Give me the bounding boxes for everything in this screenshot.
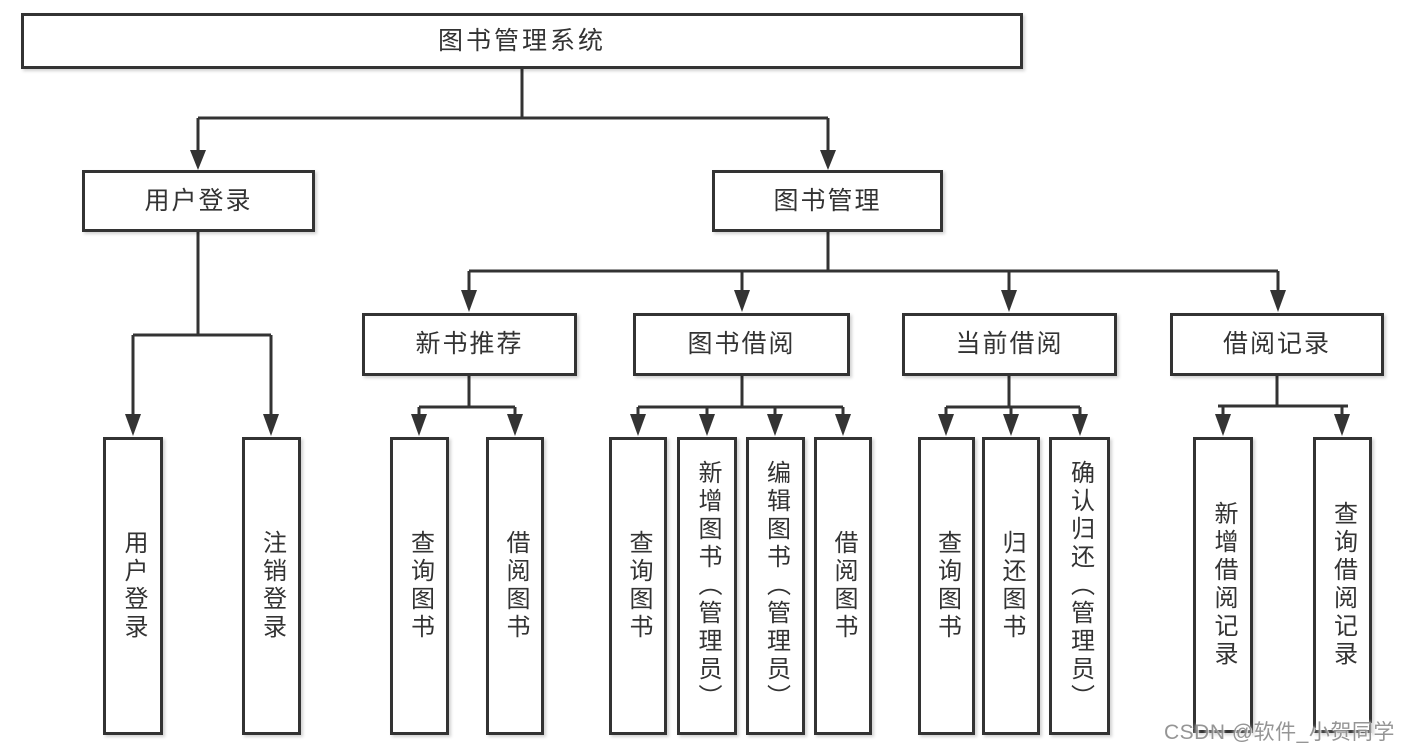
leaf-query-books-recommend: 查询图书 — [390, 437, 449, 735]
csdn-watermark: CSDN @软件_小贺同学 — [1164, 721, 1395, 744]
node-label: 查询图书 — [933, 530, 961, 642]
node-book-borrow: 图书借阅 — [633, 313, 850, 376]
arrow-down-icon — [835, 414, 851, 436]
connector-book-management-children — [461, 232, 1286, 312]
node-label: 图书借阅 — [687, 330, 796, 358]
connector-root-to-level2 — [190, 69, 836, 170]
arrow-down-icon — [1072, 414, 1088, 436]
node-label: 新书推荐 — [415, 330, 524, 358]
node-label: 查询借阅记录 — [1329, 501, 1357, 669]
arrow-down-icon — [263, 414, 279, 436]
arrow-down-icon — [820, 150, 836, 170]
node-borrow-records: 借阅记录 — [1170, 313, 1384, 376]
arrow-down-icon — [1001, 290, 1017, 312]
connector-user-login-children — [125, 232, 279, 436]
node-current-borrow: 当前借阅 — [902, 313, 1117, 376]
node-label: 用户登录 — [144, 186, 253, 215]
arrow-down-icon — [411, 414, 427, 436]
leaf-query-books-current: 查询图书 — [918, 437, 975, 735]
arrow-down-icon — [1003, 414, 1019, 436]
node-label: 新增图书（管理员） — [694, 460, 721, 712]
arrow-down-icon — [1334, 414, 1350, 436]
leaf-query-borrow-record: 查询借阅记录 — [1313, 437, 1372, 733]
node-label: 查询图书 — [406, 530, 434, 642]
arrow-down-icon — [767, 414, 783, 436]
node-label: 图书管理 — [773, 186, 882, 215]
leaf-borrow-books: 借阅图书 — [814, 437, 872, 735]
node-label: 借阅图书 — [502, 530, 529, 642]
leaf-borrow-books-recommend: 借阅图书 — [486, 437, 544, 735]
arrow-down-icon — [1215, 414, 1231, 436]
arrow-down-icon — [938, 414, 954, 436]
leaf-edit-books-admin: 编辑图书（管理员） — [746, 437, 805, 735]
node-book-management: 图书管理 — [712, 170, 943, 232]
arrow-down-icon — [507, 414, 523, 436]
leaf-add-books-admin: 新增图书（管理员） — [677, 437, 737, 735]
leaf-user-login: 用户登录 — [103, 437, 163, 735]
node-label: 归还图书 — [998, 530, 1025, 642]
node-label: 注销登录 — [258, 530, 286, 642]
node-label: 借阅图书 — [830, 530, 857, 642]
connector-book-borrow-children — [630, 376, 851, 436]
node-label: 当前借阅 — [955, 330, 1064, 358]
arrow-down-icon — [699, 414, 715, 436]
connector-new-book-children — [411, 376, 523, 436]
node-label: 确认归还（管理员） — [1066, 460, 1094, 712]
node-label: 用户登录 — [120, 530, 147, 642]
leaf-return-books: 归还图书 — [982, 437, 1040, 735]
arrow-down-icon — [734, 290, 750, 312]
leaf-query-books-borrow: 查询图书 — [609, 437, 667, 735]
arrow-down-icon — [630, 414, 646, 436]
leaf-logout: 注销登录 — [242, 437, 301, 735]
node-new-book-recommend: 新书推荐 — [362, 313, 577, 376]
leaf-confirm-return-admin: 确认归还（管理员） — [1049, 437, 1110, 735]
node-label: 图书管理系统 — [437, 26, 606, 55]
arrow-down-icon — [190, 150, 206, 170]
leaf-add-borrow-record: 新增借阅记录 — [1193, 437, 1253, 733]
arrow-down-icon — [461, 290, 477, 312]
connector-borrow-records-children — [1215, 376, 1350, 436]
node-label: 查询图书 — [625, 530, 652, 642]
node-label: 借阅记录 — [1222, 330, 1331, 358]
node-root-system: 图书管理系统 — [21, 13, 1023, 69]
node-label: 新增借阅记录 — [1210, 501, 1237, 669]
node-label: 编辑图书（管理员） — [762, 460, 790, 712]
connector-current-borrow-children — [938, 376, 1088, 436]
arrow-down-icon — [1270, 290, 1286, 312]
arrow-down-icon — [125, 414, 141, 436]
node-user-login: 用户登录 — [82, 170, 315, 232]
